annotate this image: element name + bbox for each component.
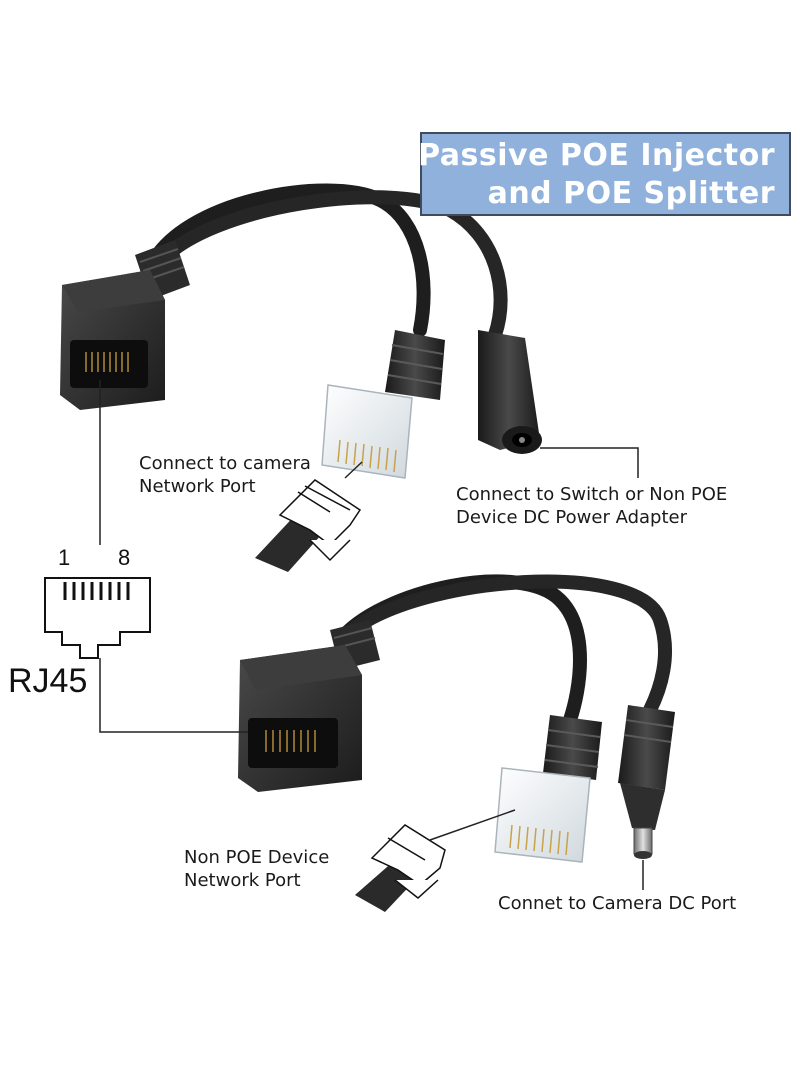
title-line-1: Passive POE Injector [418, 138, 775, 173]
poe-injector-cable [60, 183, 542, 479]
poe-splitter-cable [238, 574, 675, 863]
title-banner: Passive POE Injector and POE Splitter [418, 132, 791, 216]
label-camera-dc-port: Connet to Camera DC Port [498, 893, 737, 914]
pin-1-label: 1 [58, 545, 71, 570]
title-line-2: and POE Splitter [487, 176, 775, 211]
rj45-female-jack-2 [238, 645, 362, 792]
pin-8-label: 8 [118, 545, 131, 570]
rj45-plug-sketch-top [255, 479, 362, 572]
rj45-plug-sketch-bottom [355, 824, 446, 912]
label-switch-power-adapter: Connect to Switch or Non POE Device DC P… [456, 484, 728, 528]
label-non-poe-device: Non POE Device Network Port [184, 847, 330, 891]
rj45-plug-boot-2 [543, 715, 602, 780]
rj45-label: RJ45 [8, 662, 88, 700]
rj45-female-jack [60, 270, 165, 410]
rj45-plug-clear-2 [494, 767, 591, 863]
rj45-pinout-diagram [44, 577, 151, 659]
dc-female-jack [478, 330, 542, 454]
leader-lines [99, 380, 644, 890]
dc-male-plug [618, 705, 675, 859]
cable-to-dc-plug [343, 574, 673, 717]
rj45-plug-boot [385, 330, 445, 400]
rj45-plug-clear [321, 384, 413, 479]
label-camera-network-port: Connect to camera Network Port [139, 453, 311, 497]
